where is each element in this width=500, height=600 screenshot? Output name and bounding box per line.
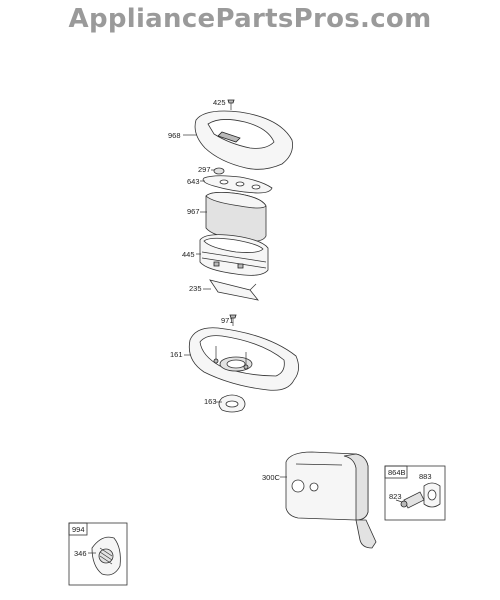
- label-235: 235: [189, 284, 202, 293]
- label-883: 883: [419, 472, 432, 481]
- callout-box-994: [68, 522, 128, 586]
- part-883-gasket[interactable]: [423, 482, 441, 508]
- label-297: 297: [198, 165, 211, 174]
- label-425: 425: [213, 98, 226, 107]
- site-watermark: AppliancePartsPros.com: [68, 4, 432, 34]
- part-643-plate[interactable]: [202, 175, 273, 194]
- part-235-bracket[interactable]: [209, 279, 259, 301]
- part-161-base[interactable]: [188, 327, 299, 391]
- part-425-screw[interactable]: [227, 99, 235, 110]
- label-163: 163: [204, 397, 217, 406]
- part-297-nut[interactable]: [213, 167, 225, 175]
- label-346: 346: [74, 549, 87, 558]
- part-971-screw[interactable]: [229, 314, 237, 326]
- label-968: 968: [168, 131, 181, 140]
- callout-header-864b: [384, 465, 408, 479]
- part-346-guard[interactable]: [91, 536, 121, 576]
- callout-header-994: [68, 522, 88, 536]
- label-994: 994: [72, 525, 85, 534]
- part-823-spark-arrestor[interactable]: [400, 491, 425, 509]
- part-968-cover[interactable]: [194, 110, 293, 170]
- part-445-filter[interactable]: [199, 234, 269, 276]
- part-163-gasket[interactable]: [218, 394, 246, 413]
- label-864b: 864B: [388, 468, 406, 477]
- callout-box-864b: [384, 465, 446, 521]
- label-967: 967: [187, 207, 200, 216]
- label-445: 445: [182, 250, 195, 259]
- part-300c-muffler[interactable]: [285, 451, 377, 549]
- label-971: 971: [221, 316, 234, 325]
- label-823: 823: [389, 492, 402, 501]
- label-643: 643: [187, 177, 200, 186]
- label-300c: 300C: [262, 473, 281, 482]
- part-967-precleaner[interactable]: [205, 192, 267, 242]
- label-161: 161: [170, 350, 183, 359]
